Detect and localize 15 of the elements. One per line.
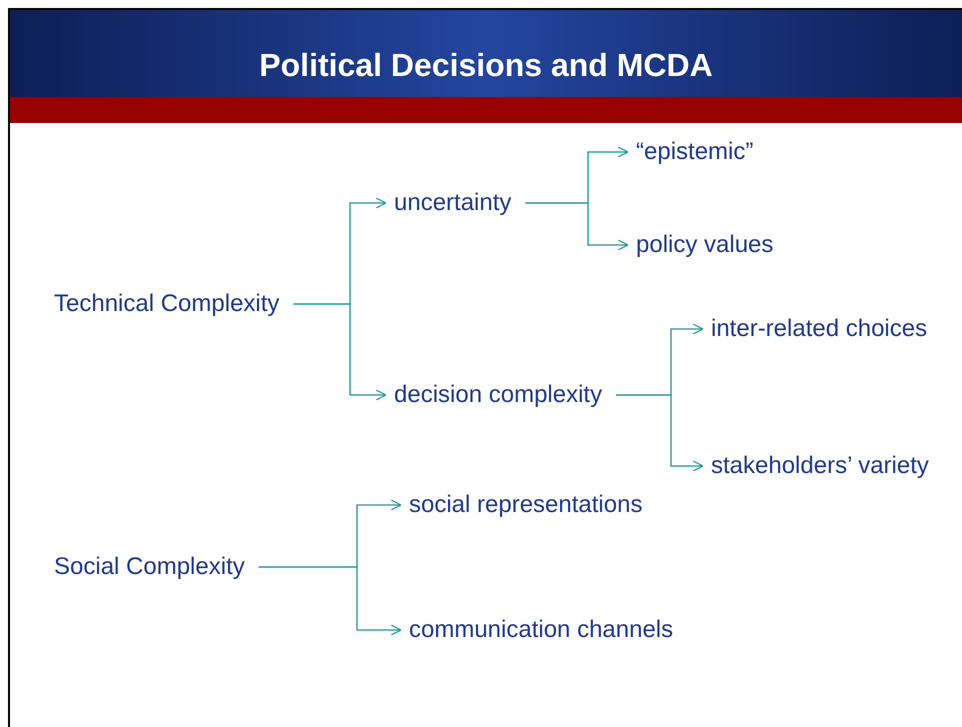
node-label: decision complexity <box>394 380 602 410</box>
node-label: stakeholders’ variety <box>711 451 929 481</box>
node-label: inter-related choices <box>711 314 928 344</box>
node-label: “epistemic” <box>636 137 754 167</box>
connector-arrow <box>616 394 704 472</box>
connector-arrow <box>293 303 387 401</box>
node-label: Social Complexity <box>54 552 245 582</box>
node-label: Technical Complexity <box>54 289 280 319</box>
connector-arrow <box>258 566 402 636</box>
slide-title: Political Decisions and MCDA <box>258 46 714 85</box>
node-label: social representations <box>409 490 642 520</box>
node-label: uncertainty <box>394 188 512 218</box>
connector-arrow <box>525 202 629 251</box>
node-label: policy values <box>636 230 774 260</box>
node-label: communication channels <box>409 615 674 645</box>
